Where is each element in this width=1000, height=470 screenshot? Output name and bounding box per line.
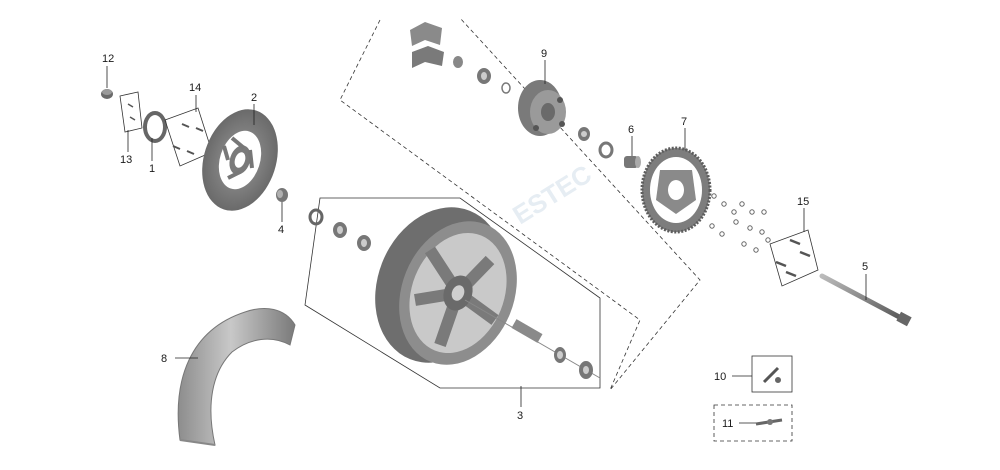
hub-group-outline	[339, 17, 701, 391]
part-hub-small-parts	[453, 56, 511, 94]
watermark-text: ESTEC	[507, 159, 597, 230]
part-tire-8	[177, 308, 296, 446]
callout-3: 3	[517, 410, 523, 422]
part-ring-1	[143, 111, 167, 143]
part-dampers	[410, 22, 444, 68]
part-spacer-4	[276, 188, 288, 202]
part-hub-bearings	[578, 127, 614, 159]
leader-lines	[106, 60, 867, 424]
callout-13: 13	[120, 154, 132, 166]
part-sprocket-hub-9	[518, 80, 566, 136]
callout-4: 4	[278, 224, 284, 236]
part-valve-box-10	[751, 355, 793, 393]
callout-5: 5	[862, 261, 868, 273]
part-axle-5	[819, 273, 912, 327]
callout-1: 1	[149, 163, 155, 175]
part-brake-disc-2	[202, 109, 278, 211]
part-collar-6	[624, 156, 641, 168]
part-nuts-washers	[709, 193, 771, 253]
callout-7: 7	[681, 116, 687, 128]
callout-14: 14	[189, 82, 201, 94]
part-bolt-box-15	[769, 229, 819, 287]
part-wheel-3	[308, 207, 601, 379]
part-bolt-plate-13	[119, 91, 143, 133]
callout-9: 9	[541, 48, 547, 60]
callout-6: 6	[628, 124, 634, 136]
callout-11: 11	[722, 418, 733, 430]
callout-12: 12	[102, 53, 114, 65]
part-nut-12	[101, 89, 113, 99]
part-sensor-box-11	[713, 404, 793, 442]
part-rear-sprocket-7	[640, 146, 712, 234]
callout-15: 15	[797, 196, 809, 208]
wheel-group-outline	[304, 197, 601, 389]
callout-10: 10	[714, 371, 726, 383]
callout-8: 8	[161, 353, 167, 365]
callout-2: 2	[251, 92, 257, 104]
